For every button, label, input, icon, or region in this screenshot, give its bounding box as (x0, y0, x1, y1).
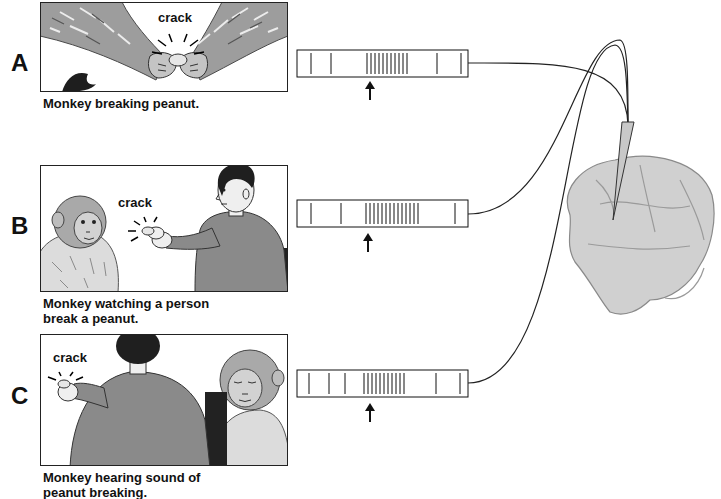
man-face-lines (216, 194, 227, 204)
onset-arrow (365, 403, 375, 411)
hearing-scene-drawing (40, 334, 288, 466)
monkey-hands-drawing (40, 2, 288, 92)
illustration-panel: crackMonkey watching a person break a pe… (40, 165, 288, 292)
watching-scene-drawing (40, 165, 288, 292)
panel-ground (40, 2, 288, 92)
man-body (70, 372, 210, 466)
monkey-ear (52, 212, 64, 228)
monkey-arm (40, 2, 166, 80)
panel-caption: Monkey breaking peanut. (43, 96, 243, 111)
peanut (142, 227, 154, 235)
peanut (58, 380, 70, 388)
peanut (169, 54, 187, 66)
monkey-muzzle (84, 232, 94, 240)
monkey-foot (62, 73, 96, 92)
monkey-face (228, 369, 262, 407)
crack-lines (128, 217, 157, 241)
panel-letter: A (11, 50, 28, 76)
spike-ticks (309, 373, 460, 394)
sound-word: crack (117, 195, 153, 210)
electrode (613, 122, 634, 220)
sound-word: crack (157, 10, 193, 25)
monkey-eye (81, 220, 85, 224)
monkey-brain (567, 156, 714, 314)
spike-train-box (297, 50, 468, 77)
spike-train-box (297, 200, 468, 227)
onset-arrow (365, 81, 375, 89)
monkey-face (74, 212, 102, 244)
onset-arrow (363, 233, 373, 241)
spike-ticks (311, 203, 455, 224)
crack-lines (48, 372, 83, 380)
man-head (116, 334, 160, 364)
spike-train-box (297, 370, 468, 397)
illustration-panel: crackMonkey hearing sound of peanut brea… (40, 334, 288, 466)
panel-ground (40, 165, 288, 292)
sound-word: crack (52, 350, 88, 365)
man-arm (166, 228, 220, 249)
fur-streaks (52, 256, 106, 288)
man-eye (223, 189, 226, 192)
man-body (195, 212, 288, 292)
man-hair (218, 165, 255, 196)
panel-caption: Monkey hearing sound of peanut breaking. (43, 470, 243, 499)
spike-ticks (311, 53, 461, 74)
illustration-panel: crackMonkey breaking peanut. (40, 2, 288, 92)
monkey-ear (272, 370, 284, 386)
man-ear (243, 189, 249, 199)
monkey-eye (92, 220, 96, 224)
fur-streaks (50, 8, 278, 44)
panel-caption: Monkey watching a person break a peanut. (43, 296, 243, 326)
recording-wire (468, 40, 628, 214)
panel-letter: C (11, 383, 28, 409)
monkey-features (234, 382, 256, 402)
crack-lines (152, 34, 204, 54)
recording-wire (468, 45, 628, 383)
recording-wire (468, 63, 628, 125)
brain-sulci (588, 165, 704, 299)
monkey-head (220, 350, 280, 410)
panel-letter: B (11, 213, 28, 239)
